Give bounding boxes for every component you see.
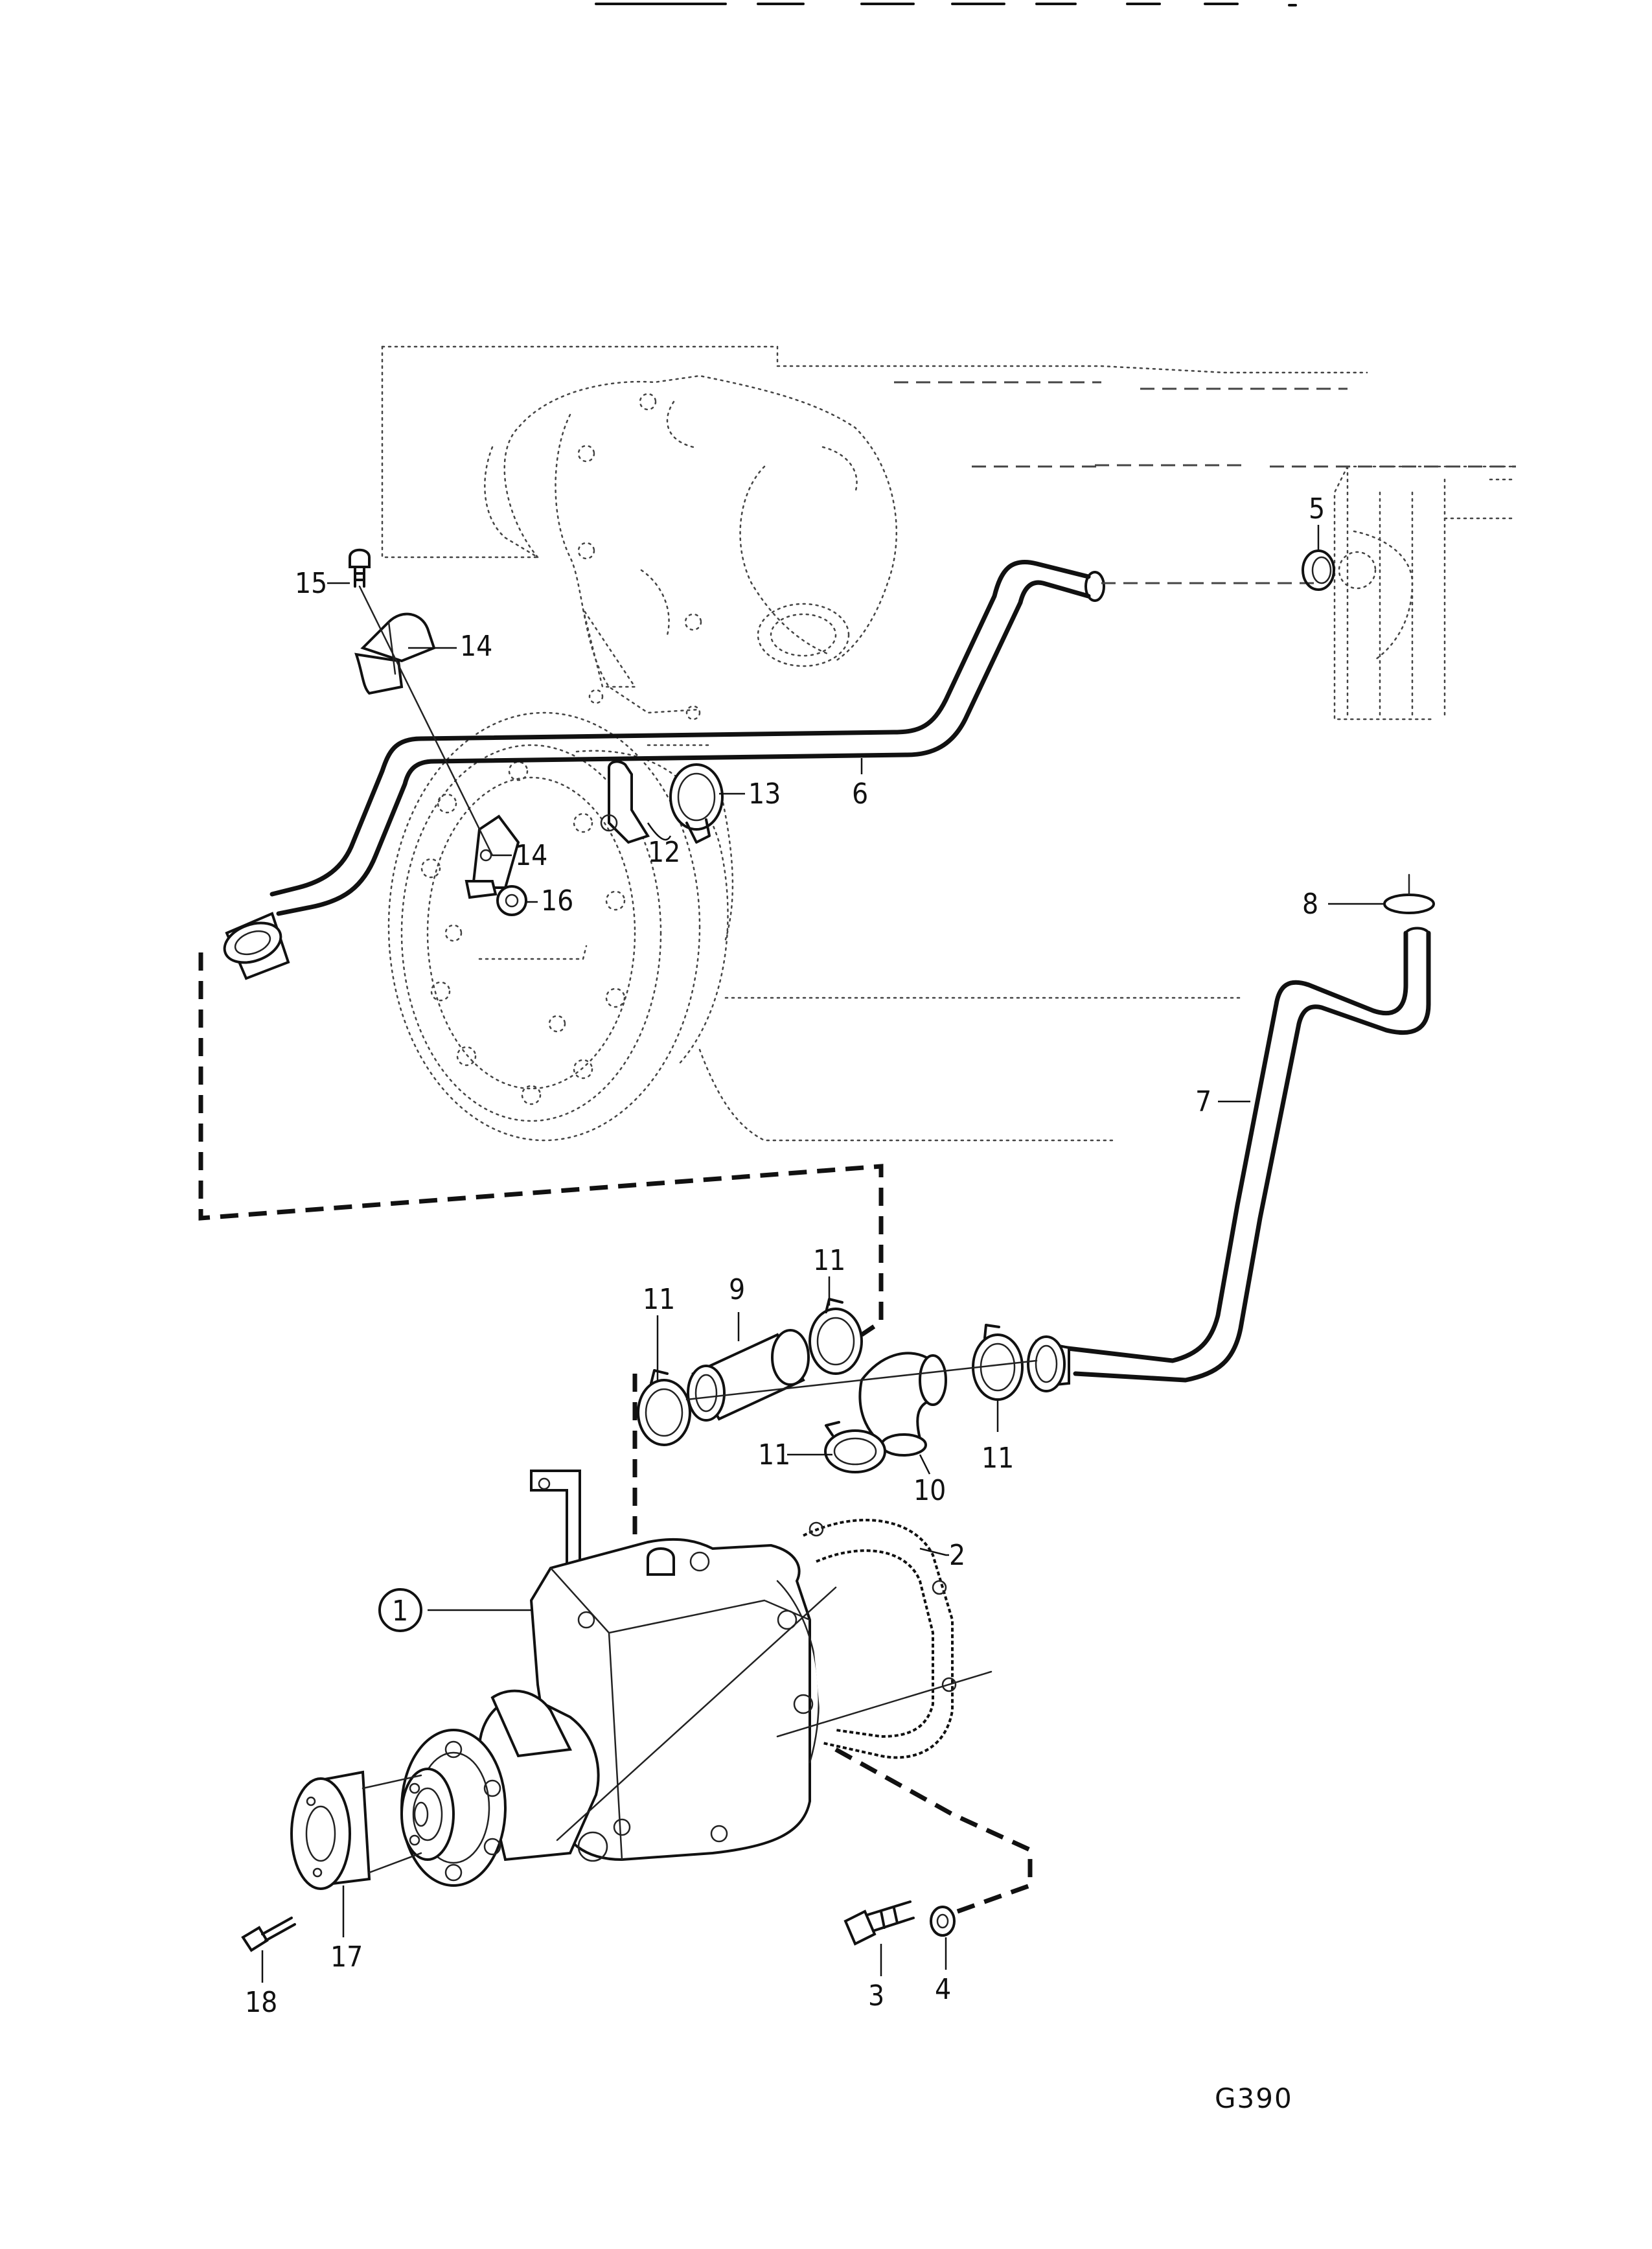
leader-lines	[261, 525, 1383, 1983]
o-ring-5	[1302, 549, 1335, 591]
coupling-flange-17	[290, 1770, 422, 1890]
bolt-3	[843, 1900, 915, 1946]
callout-8: 8	[1302, 888, 1318, 921]
clamp-14-upper	[354, 612, 436, 695]
nut-16	[496, 885, 527, 916]
callout-16: 16	[541, 884, 573, 917]
callout-6: 6	[852, 778, 868, 811]
hose-clamp-11-c	[824, 1421, 886, 1473]
callout-circle-1	[378, 1588, 422, 1632]
o-ring-8	[1383, 873, 1435, 914]
bolt-15	[349, 548, 371, 588]
callout-3: 3	[868, 1979, 884, 2013]
hose-6	[223, 559, 1315, 980]
callout-1: 1	[392, 1595, 408, 1628]
callout-12: 12	[648, 836, 680, 869]
reverse-gear-unit-1	[400, 1470, 820, 1887]
callout-4: 4	[935, 1973, 951, 2006]
bracket-12	[600, 760, 650, 844]
clamp-14-lower	[465, 814, 520, 899]
hose-clamp-11-b	[809, 1298, 863, 1375]
hose-7	[1027, 927, 1431, 1392]
hose-9	[687, 1329, 810, 1422]
callout-14-upper: 14	[460, 630, 492, 663]
callout-labels: 15 14 14 16 12 13 6 5 8 7 9 11 11 11 10 …	[245, 492, 1325, 2019]
callout-13: 13	[748, 778, 781, 811]
callout-10: 10	[913, 1474, 946, 1507]
callout-11-lower: 11	[758, 1438, 790, 1471]
callout-14-lower: 14	[515, 839, 547, 872]
washer-4	[930, 1906, 956, 1937]
hose-clamp-11-a	[637, 1369, 691, 1446]
drawing-code: G390	[1215, 2082, 1293, 2114]
hose-clamp-13	[669, 763, 724, 844]
callout-9: 9	[729, 1273, 745, 1306]
callout-5: 5	[1309, 492, 1325, 525]
callout-17: 17	[330, 1941, 363, 1974]
callout-11-top: 11	[813, 1244, 845, 1277]
callout-11-right: 11	[981, 1442, 1014, 1475]
hose-clamp-11-d	[972, 1324, 1024, 1401]
callout-11-left: 11	[643, 1283, 675, 1316]
mounting-axis-lines	[556, 1586, 992, 1841]
callout-18: 18	[245, 1986, 277, 2019]
gasket-2	[803, 1519, 957, 1759]
callout-7: 7	[1195, 1085, 1211, 1118]
bolt-15-axis	[358, 585, 494, 857]
callout-2: 2	[949, 1539, 965, 1572]
hose-axis-line	[685, 1359, 1038, 1401]
scan-edge-marks	[595, 3, 1297, 6]
engine-ghost-outline	[381, 345, 1517, 1142]
callout-15: 15	[295, 567, 327, 600]
bolt-18	[241, 1917, 296, 1952]
